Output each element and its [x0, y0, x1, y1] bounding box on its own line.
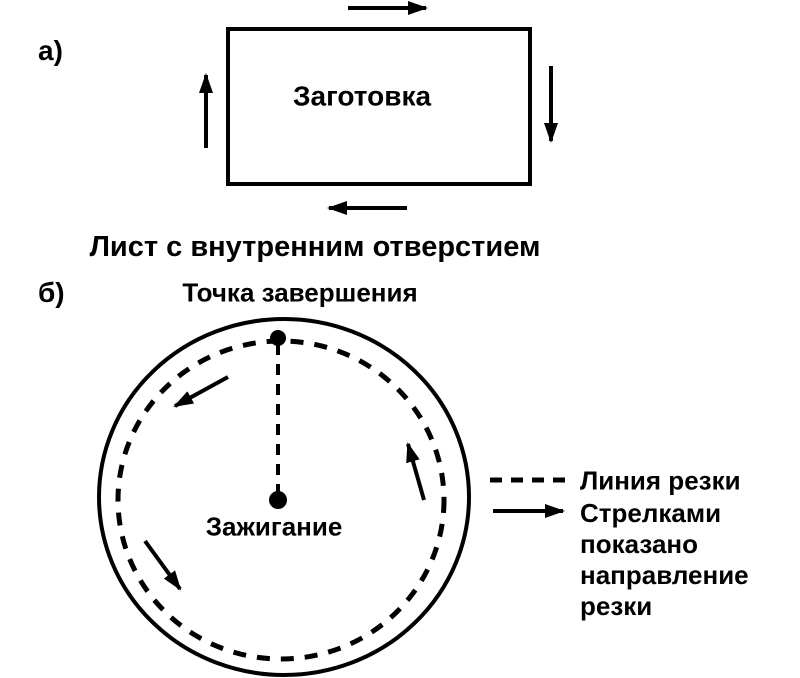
- completion-point-label: Точка завершения: [182, 277, 418, 308]
- arrow-down-left-icon: [173, 375, 229, 408]
- legend-dashed-line-label: Линия резки: [580, 465, 741, 496]
- arrow-up-icon: [406, 442, 426, 501]
- arrow-down-right-icon: [143, 539, 182, 591]
- completion-point-dot: [270, 330, 286, 346]
- workpiece-rectangle: [226, 27, 532, 186]
- cutting-line-dashed-circle: [115, 338, 447, 662]
- ignition-label: Зажигание: [205, 511, 343, 542]
- figure-a-caption: Лист с внутренним отверстием: [89, 231, 541, 264]
- workpiece-label: Заготовка: [292, 80, 432, 112]
- legend-arrow-label: Стрелками показано направление резки: [580, 498, 749, 621]
- figure-a-index-label: а): [38, 35, 63, 66]
- ignition-point-dot: [269, 491, 287, 509]
- figure-b-index-label: б): [38, 277, 65, 308]
- sheet-outer-circle: [97, 317, 471, 677]
